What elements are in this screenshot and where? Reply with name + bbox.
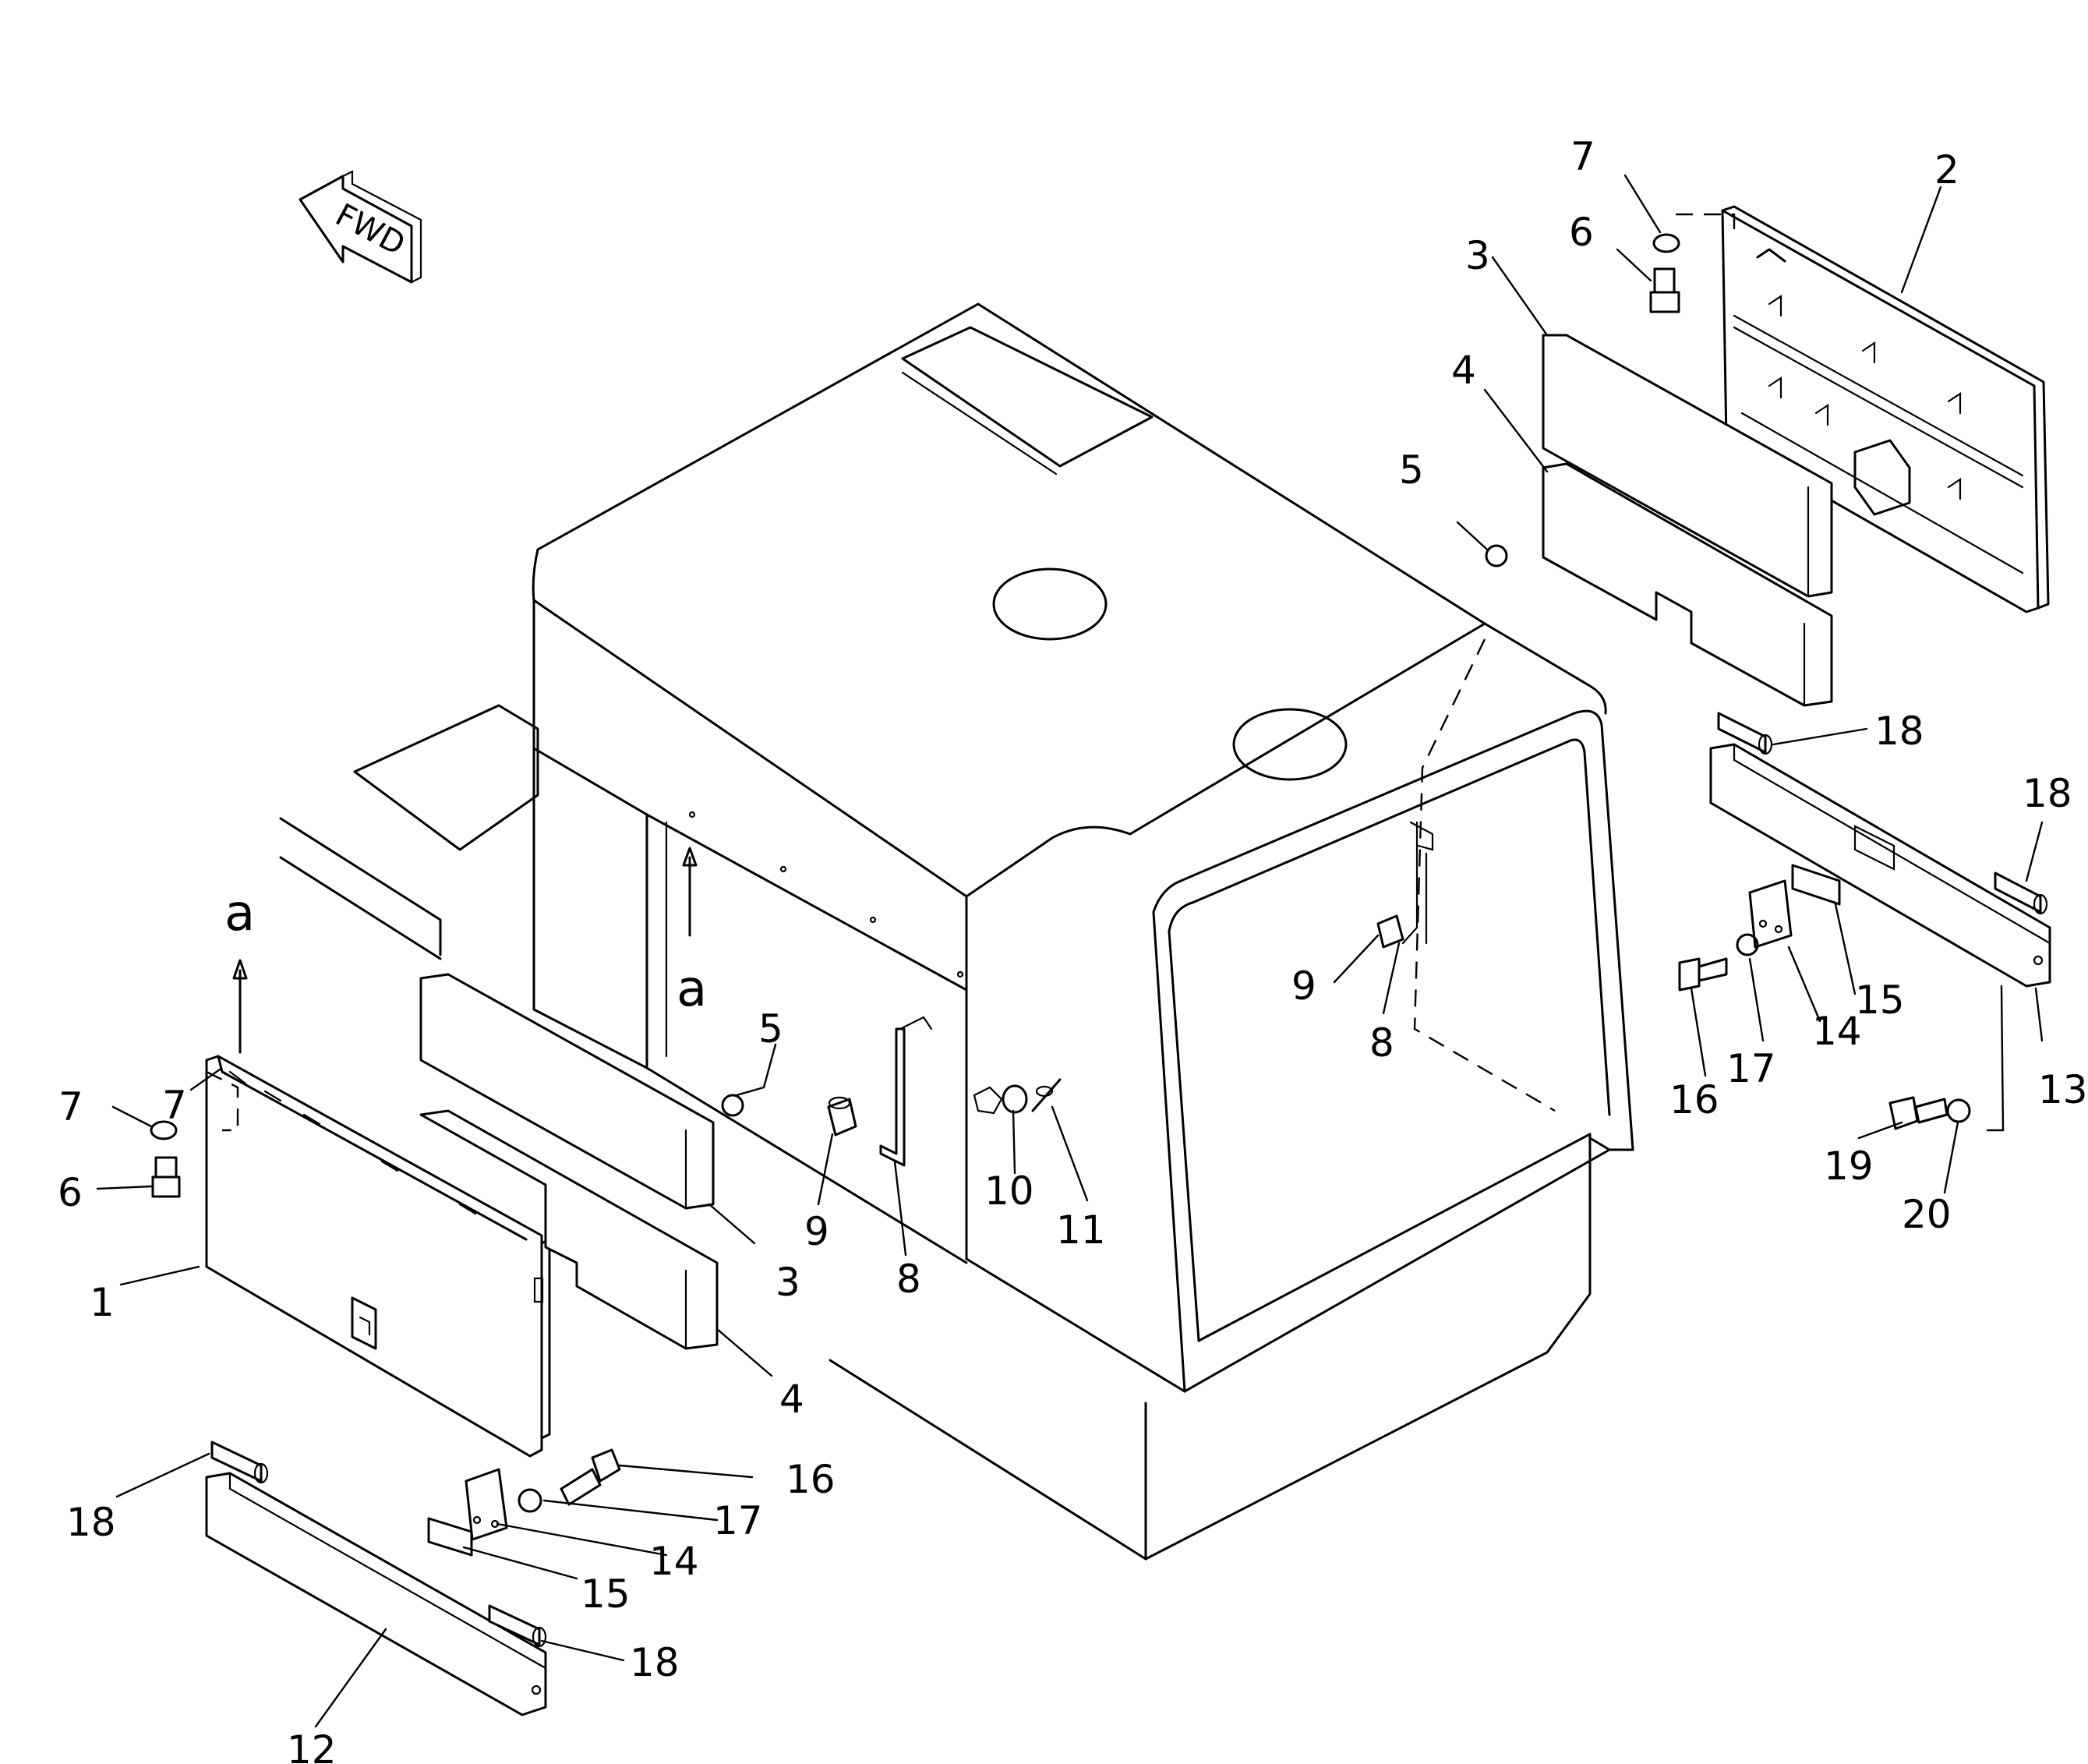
part-13-right-rail xyxy=(1709,743,2051,988)
part-16-bolt-left xyxy=(560,1448,621,1506)
callout-6-left: 6 xyxy=(58,1170,83,1215)
forward-direction-arrow-icon: FWD xyxy=(299,170,422,284)
callout-20: 20 xyxy=(1902,1192,1952,1237)
callout-labels: 1 2 3 3 4 4 5 5 6 6 7 7 7 8 8 9 9 10 11 … xyxy=(58,134,2088,1764)
part-17-washer-left xyxy=(518,1488,542,1513)
part-15-shim-right xyxy=(1791,864,1841,906)
part-18-spacer-right-top xyxy=(1717,712,1773,755)
part-15-shim-left xyxy=(427,1517,473,1557)
part-8-rod-left xyxy=(879,1016,933,1167)
part-18-spacer-right-bottom xyxy=(1994,871,2048,915)
part-7-washer-right xyxy=(1652,233,1680,253)
part-14-plate-left xyxy=(465,1468,508,1541)
callout-9-right: 9 xyxy=(1291,963,1316,1009)
part-9-pin-left xyxy=(827,1096,857,1137)
part-19-bolt xyxy=(1888,1096,1948,1130)
part-12-left-rail xyxy=(205,1472,547,1716)
callout-7-right: 7 xyxy=(1570,134,1595,179)
part-1-left-door-panel xyxy=(205,1055,551,1458)
callout-7-left-a: 7 xyxy=(58,1084,83,1129)
part-5-washer-left xyxy=(721,1094,744,1117)
callout-18-right-b: 18 xyxy=(2023,771,2072,816)
view-arrow-center xyxy=(682,847,698,937)
part-2-right-door-panel xyxy=(1721,205,2050,613)
callout-18-right-a: 18 xyxy=(1874,709,1924,754)
callout-10: 10 xyxy=(984,1168,1034,1214)
part-3-right-pad xyxy=(1542,334,1833,598)
part-14-plate-right xyxy=(1748,879,1793,949)
part-16-bolt-right xyxy=(1678,957,1728,992)
callout-16-left: 16 xyxy=(786,1457,836,1502)
callout-12: 12 xyxy=(287,1727,337,1764)
callout-4-right: 4 xyxy=(1451,348,1476,393)
part-11-cotter-pin xyxy=(1031,1078,1062,1112)
callout-5-left: 5 xyxy=(758,1006,783,1052)
part-18-spacer-left-bottom xyxy=(488,1604,547,1648)
callout-1: 1 xyxy=(90,1280,115,1325)
callout-4-left: 4 xyxy=(779,1377,804,1422)
callout-9-left: 9 xyxy=(804,1209,829,1254)
view-marker-a-center: a xyxy=(677,960,707,1018)
callout-15-left: 15 xyxy=(581,1571,631,1617)
callout-8-left: 8 xyxy=(896,1257,921,1302)
callout-7-left-b: 7 xyxy=(162,1083,187,1128)
callout-14-left: 14 xyxy=(649,1539,699,1584)
callout-18-left-b: 18 xyxy=(630,1640,680,1685)
callout-15-right: 15 xyxy=(1855,977,1905,1023)
callout-17-right: 17 xyxy=(1726,1046,1776,1091)
leader-lines xyxy=(96,174,2044,1728)
part-6-bolt-left xyxy=(151,1156,181,1198)
part-5-washer-right xyxy=(1485,544,1508,567)
callout-14-right: 14 xyxy=(1812,1009,1862,1054)
engine-hood-body xyxy=(279,302,1634,1561)
part-9-pin-right xyxy=(1376,914,1404,949)
callout-5-right: 5 xyxy=(1399,447,1424,493)
part-20-washer xyxy=(1946,1098,1971,1123)
callout-3-right: 3 xyxy=(1465,233,1490,278)
part-7-washer-left xyxy=(150,1120,178,1140)
view-marker-a-left: a xyxy=(224,885,255,942)
part-4-left-pad xyxy=(419,1109,719,1350)
callout-19: 19 xyxy=(1824,1144,1874,1189)
callout-17-left: 17 xyxy=(713,1498,763,1543)
callout-6-right: 6 xyxy=(1569,210,1594,255)
view-arrow-left xyxy=(232,959,248,1054)
part-4-right-pad xyxy=(1542,462,1833,707)
callout-3-left: 3 xyxy=(775,1260,800,1305)
part-10-washer xyxy=(1002,1084,1028,1114)
part-3-left-pad xyxy=(419,973,715,1210)
part-18-spacer-left-top xyxy=(210,1441,269,1484)
callout-2: 2 xyxy=(1934,147,1959,193)
part-6-bolt-right xyxy=(1649,267,1680,313)
callout-11: 11 xyxy=(1056,1207,1106,1253)
callout-8-right: 8 xyxy=(1369,1020,1394,1066)
part-17-washer-right xyxy=(1736,933,1759,956)
callout-13: 13 xyxy=(2038,1067,2088,1112)
callout-16-right: 16 xyxy=(1669,1077,1719,1122)
callout-18-left-a: 18 xyxy=(66,1500,116,1545)
